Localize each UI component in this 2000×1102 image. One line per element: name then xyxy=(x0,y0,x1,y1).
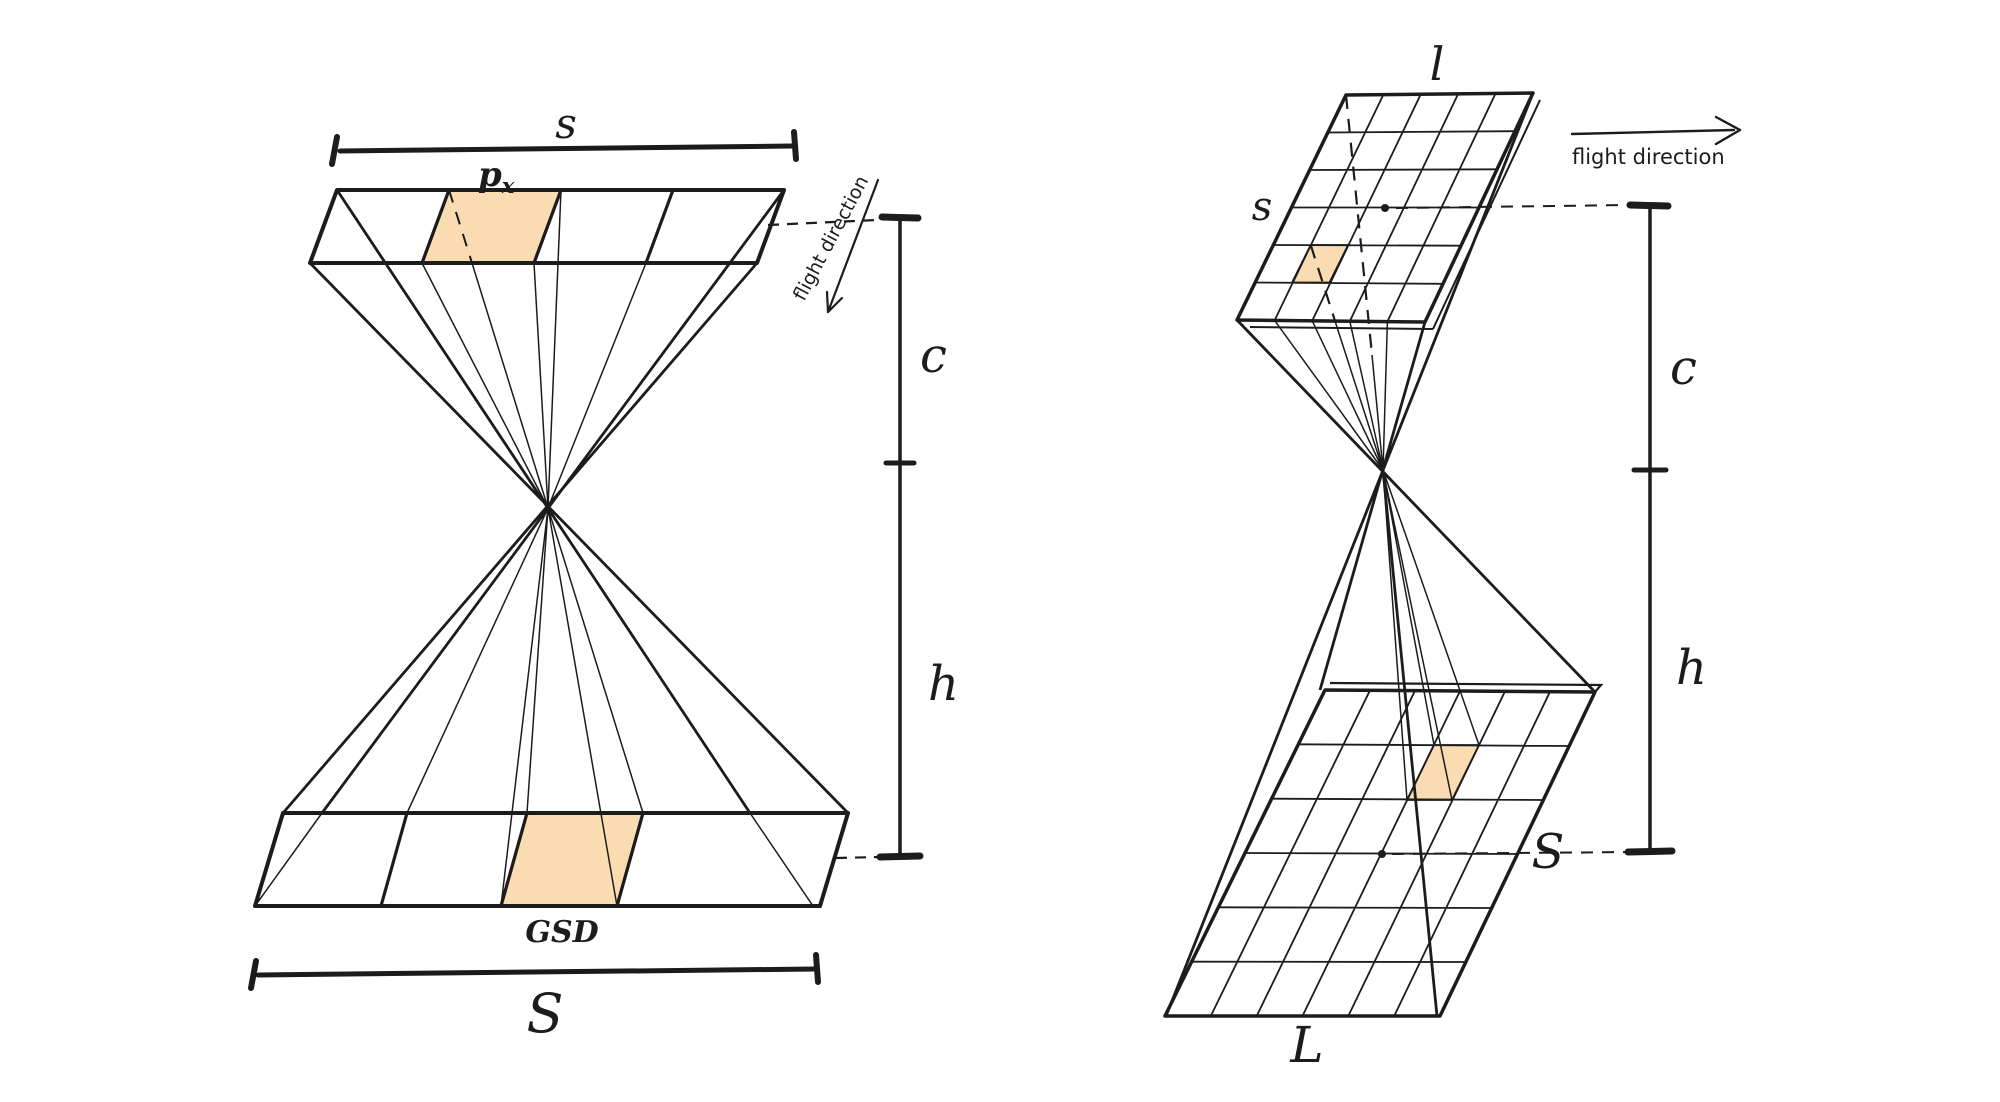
gsd-label: GSD xyxy=(525,915,598,950)
left-projection-rays xyxy=(254,189,814,907)
pixel-size-label: px xyxy=(478,155,515,198)
left-flight-direction-label: flight direction xyxy=(789,172,873,304)
flight-height-label-right: h xyxy=(1676,640,1707,696)
pixel-size-label-base: p xyxy=(478,155,502,195)
left-dashed-connectors xyxy=(767,218,881,860)
left-sensor-strip-outline xyxy=(308,188,786,265)
left-ground-strip-outline xyxy=(253,811,850,908)
ground-width-label-right: S xyxy=(1532,824,1565,880)
left-sensor-pixel-highlight xyxy=(419,188,564,265)
focal-length-label-right: c xyxy=(1670,340,1697,396)
right-flight-direction-arrow xyxy=(1570,115,1742,146)
left-ground-width-bar xyxy=(248,952,821,991)
left-sensor-width-bar xyxy=(329,129,799,167)
left-sensor-strip-dividers xyxy=(420,189,675,264)
left-flight-direction-arrow xyxy=(825,178,880,314)
focal-length-label-left: c xyxy=(920,328,947,384)
right-flight-direction-label: flight direction xyxy=(1572,145,1725,169)
left-hidden-ray-dashes xyxy=(336,189,473,264)
left-measure-bar xyxy=(767,213,924,861)
image-length-label: l xyxy=(1430,37,1445,91)
flight-height-label-left: h xyxy=(928,656,959,712)
ground-length-label: L xyxy=(1289,1016,1323,1074)
ground-width-label-left: S xyxy=(527,982,564,1045)
left-ground-strip-dividers xyxy=(379,812,645,907)
right-ground-cell-highlight xyxy=(1405,744,1481,801)
right-measure-bar xyxy=(1624,201,1676,856)
sensor-width-label: s xyxy=(555,99,577,148)
left-diagram-gsd-projection: s px S GSD c h flight direction xyxy=(248,99,959,1045)
left-envelope-rays xyxy=(281,189,850,814)
right-diagram-footprint-projection: c h l s S L flight direction xyxy=(1163,37,1742,1074)
image-width-label: s xyxy=(1252,184,1273,230)
right-envelope-rays xyxy=(1164,92,1597,1017)
right-image-grid-depth-edges xyxy=(1249,99,1541,330)
right-projection-rays xyxy=(1273,319,1480,801)
right-ground-grid-outline xyxy=(1163,688,1597,1018)
pixel-size-label-sub: x xyxy=(501,173,515,198)
right-principal-point-dot xyxy=(1381,204,1389,212)
right-image-grid-outline xyxy=(1235,91,1535,324)
right-top-dashed-connector xyxy=(1395,204,1631,209)
right-ground-grid-depth-edges xyxy=(1329,681,1604,693)
right-ground-point-dot xyxy=(1378,850,1386,858)
